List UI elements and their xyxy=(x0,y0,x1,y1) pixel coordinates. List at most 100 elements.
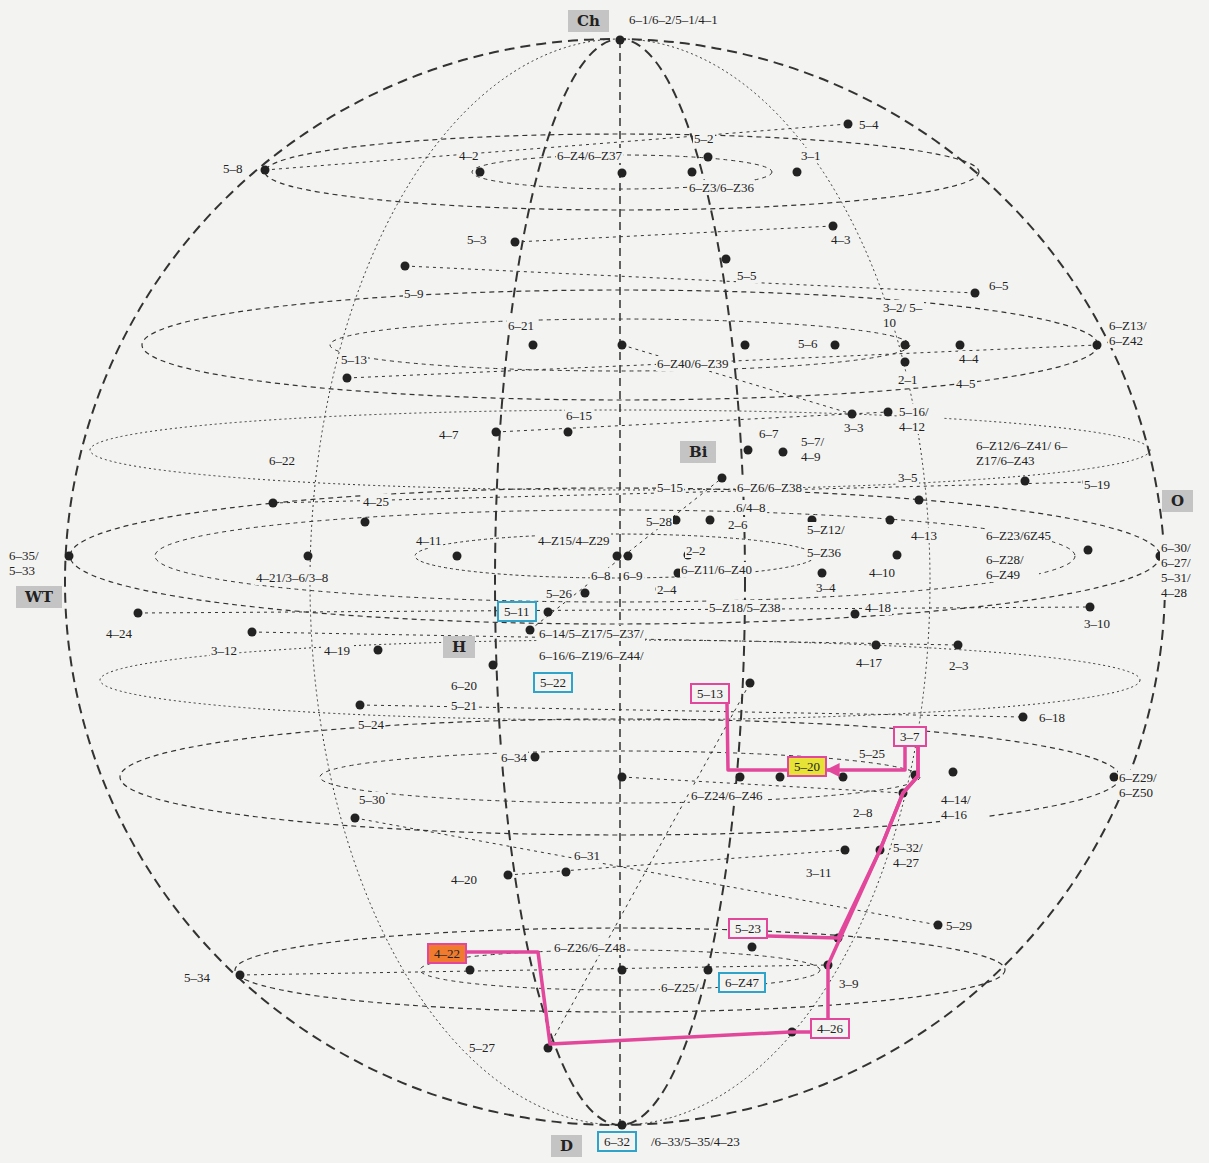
set-class-label: 6–20 xyxy=(450,678,478,693)
set-class-label: 6–5 xyxy=(988,278,1010,293)
set-class-label: 5–16/ 4–12 xyxy=(898,404,944,434)
axis-label-box: WT xyxy=(16,586,62,608)
set-class-label: 5–3 xyxy=(466,232,488,247)
set-class-label: 6–35/ 5–33 xyxy=(8,548,50,578)
set-class-label: 6–1/6–2/5–1/4–1 xyxy=(628,12,719,27)
node-text: H xyxy=(452,638,466,656)
path-box: 4–26 xyxy=(810,1018,850,1039)
set-class-label: 4–25 xyxy=(362,494,390,509)
set-class-label: 3–5 xyxy=(897,470,919,485)
path-connector xyxy=(828,747,918,1018)
start-box: 4–22 xyxy=(427,943,467,964)
set-class-label: 5–29 xyxy=(945,918,973,933)
highlight-box: 6–32 xyxy=(597,1131,637,1152)
set-class-label: 3–12 xyxy=(210,643,238,658)
path-connector xyxy=(727,704,787,770)
set-class-label: 6–34 xyxy=(500,750,528,765)
axis-label-box: H xyxy=(443,636,475,658)
set-class-label: 4–7 xyxy=(438,427,460,442)
set-class-label: 6–Z25/ xyxy=(660,980,700,995)
path-box: 5–13 xyxy=(690,683,730,704)
set-class-label: 3–3 xyxy=(843,420,865,435)
node-text: D xyxy=(560,1137,573,1155)
set-class-label: 6–21 xyxy=(507,318,535,333)
set-class-label: 5–9 xyxy=(403,286,425,301)
node-text: 5–13 xyxy=(697,686,723,701)
set-class-label: 6–Z11/6–Z40 xyxy=(680,562,753,577)
set-class-label: 2–4 xyxy=(656,582,678,597)
node-text: 3–7 xyxy=(900,729,920,744)
set-class-label: 6–Z12/6–Z41/ 6–Z17/6–Z43 xyxy=(975,438,1077,468)
set-class-label: 6–Z6/6–Z38 xyxy=(736,480,803,495)
set-class-label: 5–24 xyxy=(357,717,385,732)
set-class-label: 4–19 xyxy=(323,643,351,658)
set-class-label: 5–4 xyxy=(858,117,880,132)
set-class-label: 6–Z23/6Z45 xyxy=(985,528,1052,543)
set-class-label: 4–10 xyxy=(868,565,896,580)
set-class-label: 5–21 xyxy=(450,698,478,713)
axis-label-box: D xyxy=(551,1135,582,1157)
set-class-label: 5–5 xyxy=(736,268,758,283)
set-class-label: 4–Z15/4–Z29 xyxy=(537,533,611,548)
set-class-label: 5–15 xyxy=(656,480,684,495)
set-class-label: 3–1 xyxy=(800,148,822,163)
set-class-label: 6–Z26/6–Z48 xyxy=(553,940,627,955)
set-class-label: 5–32/ 4–27 xyxy=(892,840,938,870)
path-connector xyxy=(467,952,810,1044)
set-class-label: 5–25 xyxy=(858,746,886,761)
node-text: 4–26 xyxy=(817,1021,843,1036)
set-class-label: 5–28 xyxy=(645,514,673,529)
set-class-label: 2–6 xyxy=(727,517,749,532)
highlight-box: 5–22 xyxy=(533,672,573,693)
node-text: 6–Z47 xyxy=(725,975,759,990)
set-class-label: 2–2 xyxy=(685,543,707,558)
target-box: 5–20 xyxy=(787,756,827,777)
set-class-label: 3–10 xyxy=(1083,616,1111,631)
set-class-label: 6–Z4/6–Z37 xyxy=(556,148,623,163)
set-class-label: 3–4 xyxy=(815,580,837,595)
set-class-label: /6–33/5–35/4–23 xyxy=(650,1134,741,1149)
set-class-label: 6–18 xyxy=(1038,710,1066,725)
set-class-label: 5–27 xyxy=(468,1040,496,1055)
set-class-label: 5–7/ 4–9 xyxy=(800,434,838,464)
set-class-label: 5–2 xyxy=(693,131,715,146)
set-class-label: 5–Z12/ xyxy=(806,522,846,537)
node-text: O xyxy=(1171,492,1184,510)
path-connector xyxy=(827,747,905,770)
set-class-label: 2–3 xyxy=(948,658,970,673)
set-class-label: 6–Z24/6–Z46 xyxy=(690,788,764,803)
node-text: 5–20 xyxy=(794,759,820,774)
set-class-label: 5–34 xyxy=(183,970,211,985)
set-class-label: 6–8 xyxy=(590,568,612,583)
set-class-label: 6–22 xyxy=(268,453,296,468)
node-text: Bi xyxy=(689,443,707,461)
set-class-label: 4–3 xyxy=(830,232,852,247)
node-text: 6–32 xyxy=(604,1134,630,1149)
set-class-label: 6–Z40/6–Z39 xyxy=(656,356,730,371)
set-class-label: 6–Z29/ 6–Z50 xyxy=(1118,770,1172,800)
set-class-label: 5–26 xyxy=(545,586,573,601)
set-class-label: 6–Z13/ 6–Z42 xyxy=(1108,318,1162,348)
set-class-label: 6–9 xyxy=(622,568,644,583)
node-text: 5–11 xyxy=(504,604,530,619)
node-text: 5–23 xyxy=(735,921,761,936)
highlight-box: 5–11 xyxy=(497,601,537,622)
set-class-label: 4–2 xyxy=(458,148,480,163)
set-class-label: 6/4–8 xyxy=(735,500,767,515)
set-class-label: 6–Z3/6–Z36 xyxy=(688,180,755,195)
set-class-label: 4–14/ 4–16 xyxy=(940,792,986,822)
set-class-label: 5–8 xyxy=(222,161,244,176)
set-class-label: 2–1 xyxy=(897,372,919,387)
node-text: 4–22 xyxy=(434,946,460,961)
set-class-label: 4–20 xyxy=(450,872,478,887)
set-class-label: 6–30/ 6–27/ 5–31/ 4–28 xyxy=(1160,540,1204,600)
set-class-label: 3–2/ 5–10 xyxy=(882,300,924,330)
axis-label-box: O xyxy=(1162,490,1193,512)
set-class-label: 5–Z18/5–Z38 xyxy=(708,600,782,615)
set-class-label: 6–16/6–Z19/6–Z44/ xyxy=(538,648,645,663)
set-class-label: 2–8 xyxy=(852,805,874,820)
axis-label-box: Bi xyxy=(680,441,716,463)
set-class-label: 4–5 xyxy=(955,376,977,391)
set-class-label: 5–30 xyxy=(358,792,386,807)
path-box: 3–7 xyxy=(893,726,927,747)
